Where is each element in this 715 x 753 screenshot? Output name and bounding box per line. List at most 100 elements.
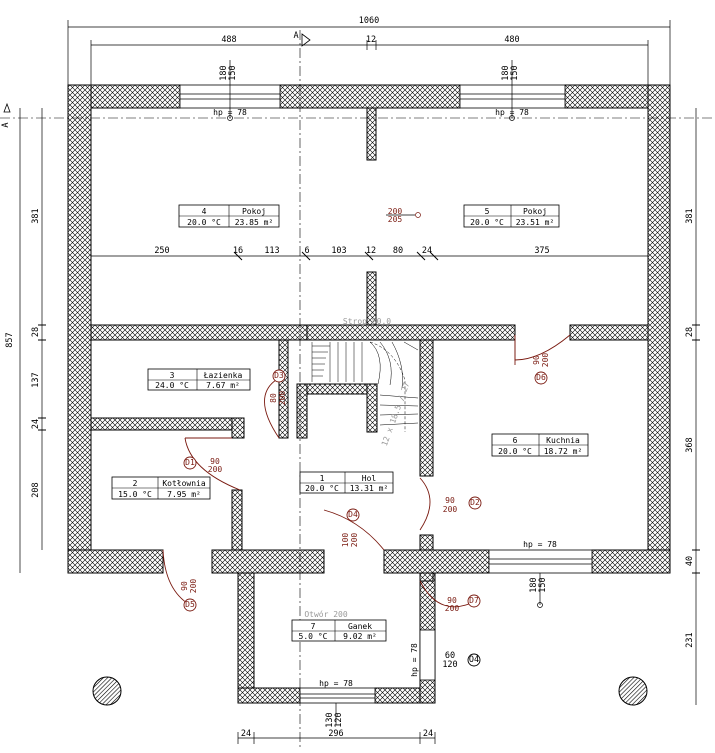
dim-inner-113: 113 (264, 246, 279, 256)
room-6-temp: 20.0 °C (498, 447, 532, 456)
room-1-label (299, 471, 394, 494)
wall-porch-right-top (419, 572, 434, 582)
wall-bottom-mid (211, 549, 325, 574)
room-4-name: Pokoj (242, 207, 266, 216)
dim-top-total: 1060 (359, 16, 379, 26)
dim-right-381: 381 (685, 208, 695, 223)
hp-porch-side: hp = 78 (410, 643, 419, 677)
door-mark-d7: D7 (469, 596, 479, 605)
dim-inner-24: 24 (422, 246, 432, 256)
wall-boiler-lower (231, 489, 243, 551)
wall-mid-horizontal-b (306, 324, 516, 341)
window-tl-w: 180 (219, 65, 229, 80)
room-3-temp: 24.0 °C (155, 381, 189, 390)
window-leaders (227, 60, 543, 725)
door-mark-d3: D3 (274, 371, 284, 380)
room-3-name: Łazienka (203, 371, 243, 380)
room-6-area: 18.72 m² (544, 447, 583, 456)
wall-stub-lower (366, 271, 377, 326)
room-6-label (491, 433, 589, 457)
wall-bath-boiler-end (231, 417, 245, 439)
door-mark-d6: D6 (536, 373, 546, 382)
dimension-lines (19, 20, 700, 744)
dim-inner-12: 12 (366, 246, 376, 256)
wall-bath-right-b (296, 383, 308, 439)
dim-top-right: 480 (504, 35, 519, 45)
door-mark-d2: D2 (470, 498, 480, 507)
dim-left-28: 28 (31, 327, 41, 337)
window-kitchen-h: 150 (538, 577, 548, 592)
room-7-label (291, 619, 387, 642)
wall-stair-left (306, 383, 371, 395)
room-7-number: 7 (311, 622, 316, 631)
dim-bottom-left: 24 (241, 729, 251, 739)
dim-left-24: 24 (31, 419, 41, 429)
window-porch-bottom (299, 687, 376, 704)
room-5-number: 5 (485, 207, 490, 216)
room-4-temp: 20.0 °C (187, 218, 221, 227)
wall-porch-bottom-a (237, 687, 301, 704)
room-1-area: 13.31 m² (350, 484, 389, 493)
room-2-name: Kotłownia (162, 479, 206, 488)
strop-label: Strop 80.0 (343, 317, 391, 326)
room-4-label (178, 204, 280, 228)
dim-inner-103: 103 (331, 246, 346, 256)
door-boiler-w: 90 (210, 457, 220, 466)
room-6-name: Kuchnia (546, 436, 580, 445)
door-markers (183, 369, 548, 667)
room-2-area: 7.95 m² (167, 490, 201, 499)
hp-porch-bottom: hp = 78 (319, 679, 353, 688)
dim-right-368: 368 (685, 437, 695, 452)
room-6-number: 6 (513, 436, 518, 445)
door-bath-h: 200 (278, 391, 287, 406)
window-tr-w: 180 (501, 65, 511, 80)
door-hall-kitchen-w: 90 (445, 496, 455, 505)
room-3-area: 7.67 m² (206, 381, 240, 390)
dim-top-left: 488 (221, 35, 236, 45)
wall-bottom-midright (383, 549, 490, 574)
wall-mid-horizontal-c (569, 324, 649, 341)
wall-porch-left (237, 572, 255, 704)
dim-left-137: 137 (31, 372, 41, 387)
window-tr-h: 150 (510, 65, 520, 80)
dim-left-208: 208 (31, 482, 41, 497)
room-2-number: 2 (133, 479, 138, 488)
wall-bath-right-a (278, 339, 289, 439)
wall-bottom-left (67, 549, 164, 574)
wall-mid-horizontal-a (90, 324, 308, 341)
wall-stair-center (366, 383, 378, 433)
room-3-label (147, 368, 251, 391)
dim-bottom-right: 24 (423, 729, 433, 739)
door-porch-h: 200 (445, 604, 460, 613)
door-boiler-h: 200 (208, 465, 223, 474)
room-7-temp: 5.0 °C (299, 632, 328, 641)
hp-kitchen: hp = 78 (523, 540, 557, 549)
room-1-number: 1 (320, 474, 325, 483)
wall-stub-upper (366, 107, 377, 161)
walls (67, 84, 671, 704)
room-5-label (463, 204, 560, 228)
window-kitchen (488, 549, 593, 574)
dim-right-28: 28 (685, 327, 695, 337)
door-mark-d1: D1 (185, 458, 195, 467)
door-hall-main-h: 200 (350, 533, 359, 548)
door-bath-w: 80 (269, 393, 278, 403)
room-4-number: 4 (202, 207, 207, 216)
wall-bath-boiler (90, 417, 245, 431)
wall-bottom-right (591, 549, 671, 574)
dim-inner-375: 375 (534, 246, 549, 256)
wall-left (67, 84, 92, 574)
door-kitchen-h: 200 (541, 353, 550, 368)
column-left-icon (92, 676, 122, 706)
room-4-area: 23.85 m² (235, 218, 274, 227)
section-arrow-icon (301, 33, 311, 47)
door-mark-d4: D4 (348, 510, 358, 519)
room-5-area: 23.51 m² (516, 218, 555, 227)
dim-bottom-total: 296 (328, 729, 343, 739)
dim-left-381: 381 (31, 208, 41, 223)
door-boiler-ext-h: 200 (189, 579, 198, 594)
room-5-name: Pokoj (523, 207, 547, 216)
window-porch-side-w: 60 (445, 651, 455, 661)
dim-right-40: 40 (685, 556, 695, 566)
